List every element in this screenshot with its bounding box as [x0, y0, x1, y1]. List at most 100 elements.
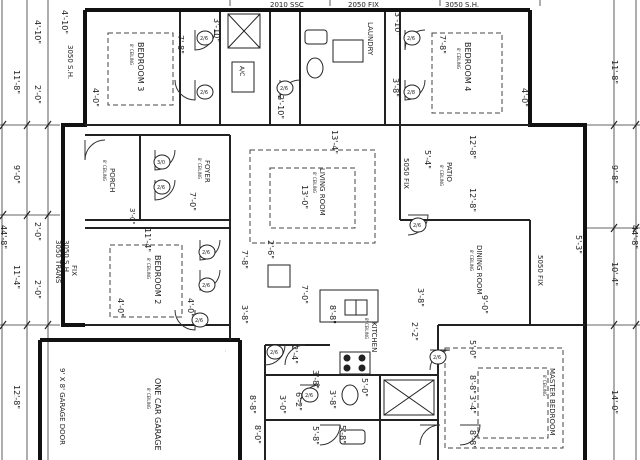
ac-unit: [231, 61, 255, 93]
room-label-master: MASTER BEDROOM: [548, 368, 556, 436]
dim-label: 2'-6": [266, 240, 275, 259]
ceiling-note: 8' CEILING: [312, 172, 317, 193]
room-label-ac: A/C: [238, 66, 245, 76]
ceiling-note: 8' CEILING: [146, 258, 151, 279]
dim-label: 5'-8": [311, 426, 320, 445]
dim-label: 13'-4": [330, 130, 339, 154]
ceiling-note: 8' CEILING: [469, 250, 474, 271]
dim-label: 3'-8": [311, 370, 320, 389]
ceiling-note: 8' CEILING: [146, 388, 151, 409]
door-tags: [153, 30, 447, 403]
room-label-dining: DINING ROOM: [475, 245, 483, 295]
dimension-ticks: [0, 120, 640, 330]
pantry: [267, 264, 291, 288]
room-label-kitchen: KITCHEN: [370, 322, 378, 352]
dim-label: 14'-0": [610, 390, 619, 414]
window-tag: 2050 FIX: [348, 1, 379, 9]
ceiling-outlines: [107, 32, 564, 449]
dim-label: 11'-4": [143, 228, 152, 252]
window-tag: 3050 TRANS: [54, 240, 62, 284]
window-tag: 3050 S.H.: [66, 45, 74, 79]
dim-label: 2'-4": [290, 345, 299, 364]
window-tag: FIX: [70, 265, 78, 276]
dim-label: 44'-8": [0, 225, 8, 249]
door-size: 2/6: [270, 350, 278, 356]
window-tag: 5050 FIX: [402, 158, 410, 189]
door-size: 2/6: [305, 393, 313, 399]
dim-label: 4'-10": [33, 20, 42, 44]
window-tag: 3050 S.H.: [62, 240, 70, 274]
room-label-bedroom4: BEDROOM 4: [463, 42, 472, 91]
dim-label: 7'-0": [188, 192, 197, 211]
door-size: 2/6: [157, 185, 165, 191]
kitchen-island: [319, 289, 379, 323]
door-size: 2/6: [200, 90, 208, 96]
dim-label: 2'-0": [33, 85, 42, 104]
sink-top: [304, 29, 328, 45]
dim-label: 2'-10": [276, 95, 285, 119]
dim-label: 11'-4": [12, 265, 21, 289]
door-size: 2/6: [202, 283, 210, 289]
exterior-walls: [38, 8, 587, 460]
dim-label: 7'-8": [240, 250, 249, 269]
dim-label: 4'-0": [116, 298, 125, 317]
dim-label: 5'-3": [574, 235, 583, 254]
door-size: 2/8: [407, 90, 415, 96]
range: [339, 351, 371, 375]
dim-label: 12'-8": [13, 395, 15, 399]
ceiling-note: 8' CEILING: [439, 165, 444, 186]
dim-label: 5'-0": [360, 378, 369, 397]
dim-label: 9'-0": [12, 165, 21, 184]
fixtures: [227, 13, 435, 445]
dim-label: 3'-8": [224, 350, 226, 353]
dim-label: 7'-0": [300, 285, 309, 304]
dim-label: 8'-8": [468, 430, 477, 449]
dim-label: 8'-8": [328, 305, 337, 324]
dim-label: 12'-8": [468, 188, 477, 212]
dim-label: 5'-4": [423, 150, 432, 169]
ceiling-note: 8' CEILING: [102, 160, 107, 181]
dim-label: 9'-0": [480, 295, 489, 314]
room-label-garage-door: 9' X 8' GARAGE DOOR: [58, 368, 66, 445]
dim-label: 3'-0": [128, 208, 136, 225]
dim-label: 3'-8": [240, 305, 249, 324]
dim-label: 8'-0": [253, 425, 262, 444]
ceiling-note: 8' CEILING: [456, 48, 461, 69]
door-size: 2/6: [195, 318, 203, 324]
dim-label: 6'-2": [294, 392, 303, 411]
dim-label: 8'-8": [468, 375, 477, 394]
dim-label: 3'-10": [393, 12, 402, 36]
dim-label: 7'-8": [176, 35, 185, 54]
dim-label: 11'-8": [610, 60, 619, 84]
dim-label: 3'-4": [468, 395, 477, 414]
ceiling-note: 8' CEILING: [364, 318, 369, 339]
dim-label: 4'-0": [186, 298, 195, 317]
window-tag: 5050 FIX: [536, 255, 544, 286]
room-label-foyer: FOYER: [203, 160, 211, 183]
ceiling-note: 8' CEILING: [542, 375, 547, 396]
window-tag: 3050 S.H.: [445, 1, 479, 9]
dim-label: 2'-0": [33, 280, 42, 299]
dim-label: 3'-0": [278, 395, 287, 414]
dim-label: 2'-0": [33, 222, 42, 241]
toilet-master: [341, 384, 359, 406]
door-size: 2/6: [413, 223, 421, 229]
door-size: 2/6: [407, 36, 415, 42]
dim-label: 44'-8": [630, 225, 639, 249]
dim-label: 3'-8": [391, 78, 400, 97]
dim-label: 4'-10": [60, 10, 69, 34]
dim-label: 9'-8": [610, 165, 619, 184]
room-label-garage: ONE CAR GARAGE: [153, 378, 162, 451]
dim-label: 12'-8": [12, 385, 21, 409]
door-size: 2/6: [280, 86, 288, 92]
ceiling-note: 8' CEILING: [197, 158, 202, 179]
shower-master: [383, 379, 435, 416]
dim-label: 4'-0": [520, 88, 529, 107]
room-label-living: LIVING ROOM: [318, 168, 326, 216]
dim-label: 3'-8": [328, 390, 337, 409]
room-label-laundry: LAUNDRY: [366, 22, 374, 56]
dim-label: 10'-4": [610, 262, 619, 286]
sink-master: [339, 429, 366, 445]
